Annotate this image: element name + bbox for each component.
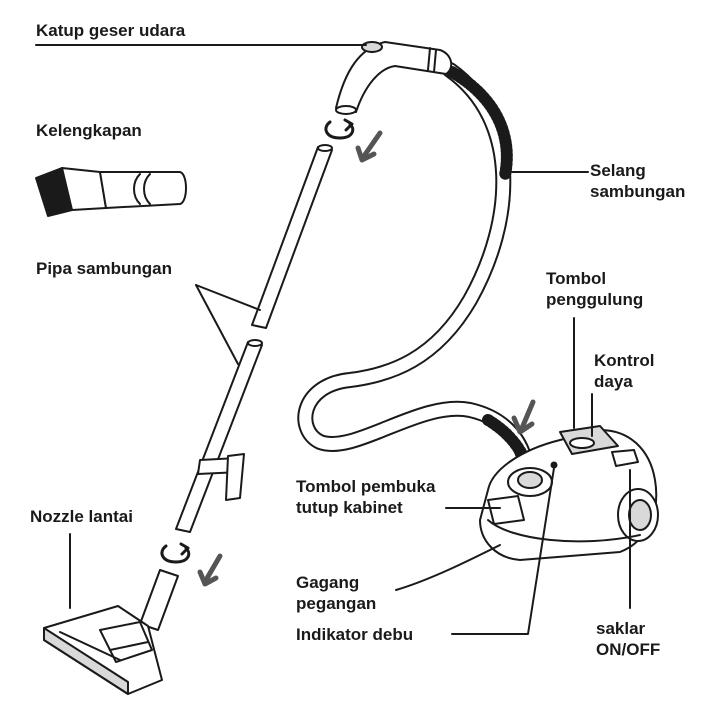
label-katup-geser-udara: Katup geser udara	[36, 21, 186, 40]
upper-pipe	[251, 144, 333, 329]
floor-nozzle	[43, 569, 179, 695]
handle	[335, 41, 453, 115]
accessory-tool	[35, 167, 187, 217]
label-kelengkapan: Kelengkapan	[36, 121, 142, 140]
label-indikator-debu: Indikator debu	[296, 625, 414, 644]
indikator-leader	[451, 467, 555, 635]
twist-arrow-top	[324, 118, 355, 140]
gagang-leader	[395, 544, 501, 591]
label-nozzle-lantai: Nozzle lantai	[30, 507, 133, 526]
twist-arrow-bottom	[160, 542, 191, 564]
pipa-leader-1	[195, 284, 261, 311]
pipa-leader-2	[195, 284, 239, 365]
arrow-down-top	[361, 130, 383, 159]
label-pipa-sambungan: Pipa sambungan	[36, 259, 173, 278]
hose	[297, 62, 533, 468]
arrow-down-body	[519, 399, 536, 431]
lower-pipe	[175, 339, 263, 533]
vacuum-body	[479, 425, 659, 561]
arrow-down-bottom	[203, 553, 223, 583]
